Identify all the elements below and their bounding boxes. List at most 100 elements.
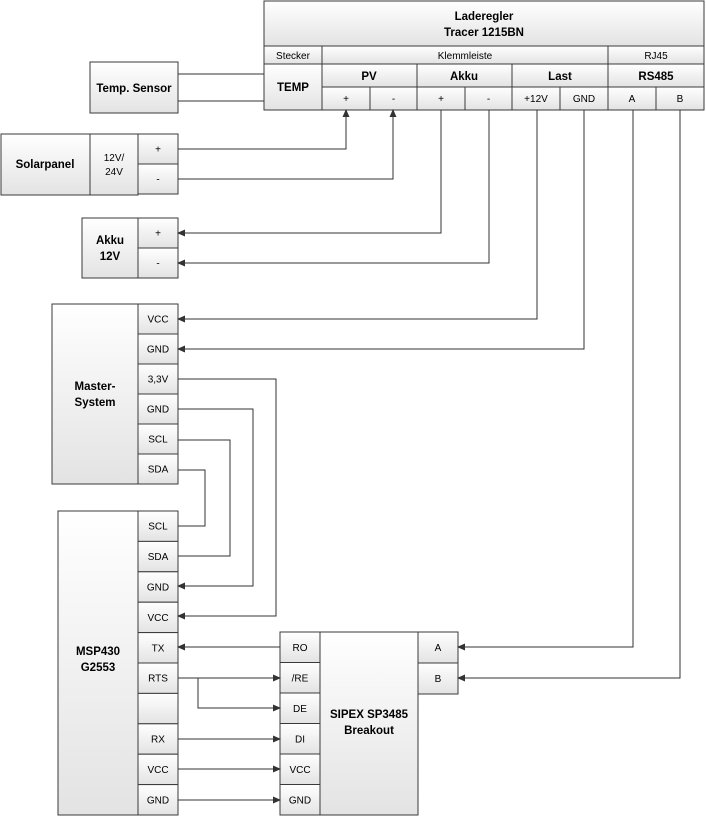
controller-pin-2: + [438, 94, 444, 105]
sipex-label-line2: Breakout [344, 725, 394, 737]
sipex-left-pin-1: /RE [292, 673, 309, 684]
sipex-right-pin-0: A [435, 643, 442, 654]
msp430-pin-8: VCC [147, 765, 168, 776]
master-pin-1: GND [147, 345, 169, 356]
temp-sensor-label: Temp. Sensor [96, 83, 172, 95]
sipex-left-pin-3: DI [295, 734, 305, 745]
charge-controller: Laderegler Tracer 1215BN Stecker Klemmle… [263, 0, 705, 111]
sipex-left-pin-5: GND [289, 795, 311, 806]
master-pin-2: 3,3V [148, 375, 169, 386]
solarpanel-pin-1: - [156, 175, 159, 186]
sipex-box [319, 631, 419, 816]
solarpanel-label: Solarpanel [16, 159, 75, 171]
wire-master-scl [178, 439, 231, 557]
sipex-left-pin-0: RO [293, 643, 308, 654]
group-temp: TEMP [277, 82, 309, 94]
solarpanel-pin-0: + [155, 145, 161, 156]
controller-title-line1: Laderegler [455, 11, 514, 23]
akku-label-line1: Akku [96, 235, 124, 247]
wire-rs485-a [457, 110, 634, 651]
master-pin-5-cell [137, 453, 179, 485]
controller-pin-0: + [343, 94, 349, 105]
akku: Akku 12V +- [81, 217, 179, 279]
msp430-pin-8-cell [137, 753, 179, 786]
sipex-label-line1: SIPEX SP3485 [330, 709, 409, 721]
akku-pin-1: - [156, 259, 159, 270]
group-rs485: RS485 [638, 71, 674, 83]
msp430-pin-6-cell [137, 692, 179, 725]
section-rj45: RJ45 [644, 51, 668, 62]
msp430-box [57, 510, 139, 816]
wire-akku-minus [177, 110, 490, 267]
msp430-pin-3-cell [137, 601, 179, 634]
msp430: MSP430 G2553 SCL SDA GND VCC TX RTS RX VCC GND [57, 510, 179, 816]
msp430-pin-9: GND [147, 795, 169, 806]
group-pv: PV [361, 71, 377, 83]
wire-last-gnd [177, 110, 585, 353]
wire-rs485-b [457, 110, 681, 682]
msp430-label-line1: MSP430 [76, 646, 120, 658]
msp430-pin-4-cell [137, 632, 179, 664]
wire-master-gnd [177, 408, 254, 590]
solarpanel-voltage-box [89, 133, 139, 196]
solarpanel: Solarpanel 12V/ 24V + - [0, 133, 179, 196]
msp430-label-line2: G2553 [81, 662, 116, 674]
solarpanel-box [0, 133, 91, 196]
wire-akku-plus [177, 110, 442, 237]
controller-pin-6: A [629, 94, 636, 105]
akku-box [81, 217, 139, 279]
msp430-pin-1: SDA [148, 552, 169, 563]
sipex-right-pin-1-cell [417, 662, 459, 695]
solarpanel-pin-0-cell [137, 133, 179, 165]
wire-rts-de [197, 678, 281, 712]
wire-master-sda [178, 469, 206, 527]
wire-pv-minus [178, 109, 397, 180]
master-pin-0-cell [137, 303, 179, 335]
sipex-left-pin-2: DE [293, 704, 307, 715]
controller-pin-7: B [677, 94, 684, 105]
master-pin-4-cell [137, 423, 179, 455]
master-pin-1-cell [137, 333, 179, 365]
master-pin-0: VCC [147, 315, 168, 326]
solarpanel-voltage-line1: 12V/ [104, 153, 125, 164]
msp430-pin-4: TX [152, 643, 165, 654]
master-pin-3: GND [147, 405, 169, 416]
wire-pv-plus [178, 109, 350, 150]
msp430-pin-5: RTS [148, 674, 168, 685]
master-pin-4: SCL [148, 435, 168, 446]
section-klemmleiste: Klemmleiste [438, 51, 493, 62]
controller-pin-5: GND [573, 94, 595, 105]
temp-sensor-box [89, 61, 179, 114]
sipex-left-pin-5-cell [279, 784, 321, 816]
msp430-pin-0-cell [137, 510, 179, 542]
msp430-pin-3: VCC [147, 613, 168, 624]
sipex-left-pin-4: VCC [289, 765, 310, 776]
msp430-pin-2: GND [147, 583, 169, 594]
solarpanel-pin-1-cell [137, 163, 179, 195]
section-stecker: Stecker [276, 51, 311, 62]
msp430-pin-0: SCL [148, 522, 168, 533]
wires [177, 73, 681, 804]
group-akku: Akku [450, 71, 478, 83]
controller-pin-1: - [392, 94, 395, 105]
msp430-pin-9-cell [137, 784, 179, 816]
sipex-right-pin-1: B [435, 674, 442, 685]
group-last: Last [548, 71, 572, 83]
master-label-line2: System [75, 397, 116, 409]
solarpanel-voltage-line2: 24V [105, 167, 123, 178]
master-pin-5: SDA [148, 465, 169, 476]
akku-pin-0: + [155, 229, 161, 240]
wire-last-12v [177, 110, 538, 323]
controller-pin-4: +12V [524, 94, 548, 105]
temp-sensor: Temp. Sensor [89, 61, 179, 114]
master-system-box [51, 303, 139, 485]
sipex-sp3485: SIPEX SP3485 Breakout RO/RE DE DI VCC GND A B [279, 631, 459, 816]
controller-pin-3: - [487, 94, 490, 105]
controller-title-box [263, 0, 705, 47]
msp430-pin-7-cell [137, 723, 179, 755]
msp430-pin-7: RX [151, 735, 165, 746]
wire-master-33v [177, 378, 277, 620]
controller-title-line2: Tracer 1215BN [444, 27, 524, 39]
